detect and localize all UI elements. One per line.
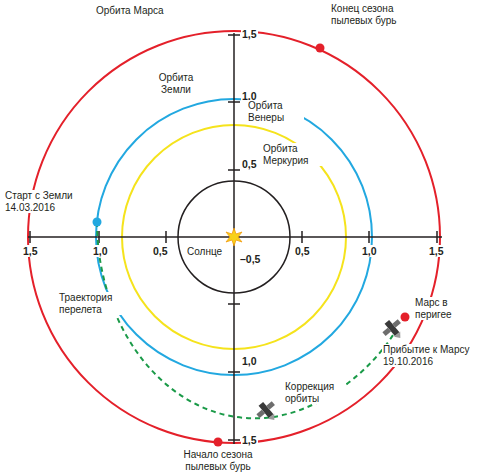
spacecraft-icon xyxy=(253,397,282,426)
event-label: Начало сезона пылевых бурь xyxy=(176,449,260,472)
spacecraft-icon xyxy=(379,315,408,344)
axis-number: 1,0 xyxy=(241,355,258,367)
orbit-label: Орбита Венеры xyxy=(247,100,304,123)
sun-label: Солнце xyxy=(186,246,223,258)
event-label: Старт с Земли 14.03.2016 xyxy=(4,190,80,213)
orbit-label: Орбита Земли xyxy=(150,72,202,95)
dust-season-start-dot xyxy=(214,438,223,447)
earth-start-dot xyxy=(93,218,102,227)
axis-number: 1,5 xyxy=(241,28,258,40)
event-label: Прибытие к Марсу 19.10.2016 xyxy=(382,344,486,367)
mars-perigee-dot xyxy=(401,313,410,322)
orbit-label: Орбита Меркурия xyxy=(262,143,326,166)
axis-number: 1,5 xyxy=(428,245,445,257)
axis-number: 1,5 xyxy=(22,245,39,257)
event-label: Марс в перигее xyxy=(414,297,468,320)
dust-season-end-dot xyxy=(316,44,325,53)
orbit-label: Орбита Марса xyxy=(95,5,165,17)
event-label: Коррекция орбиты xyxy=(284,381,346,404)
axis-number: 1,5 xyxy=(241,434,258,446)
sun-symbol xyxy=(226,228,242,246)
transfer-trajectory xyxy=(97,222,395,418)
event-label: Конец сезона пылевых бурь xyxy=(330,3,412,26)
axis-ticks xyxy=(30,35,437,440)
axis-number: 1,0 xyxy=(92,245,109,257)
axis-number: 1,0 xyxy=(361,245,378,257)
axis-number: –0,5 xyxy=(239,253,261,265)
axis-number: 0,5 xyxy=(294,245,311,257)
trajectory-label: Траектория перелета xyxy=(58,292,124,315)
axis-number: 0,5 xyxy=(241,158,258,170)
axis-number: 0,5 xyxy=(152,245,169,257)
